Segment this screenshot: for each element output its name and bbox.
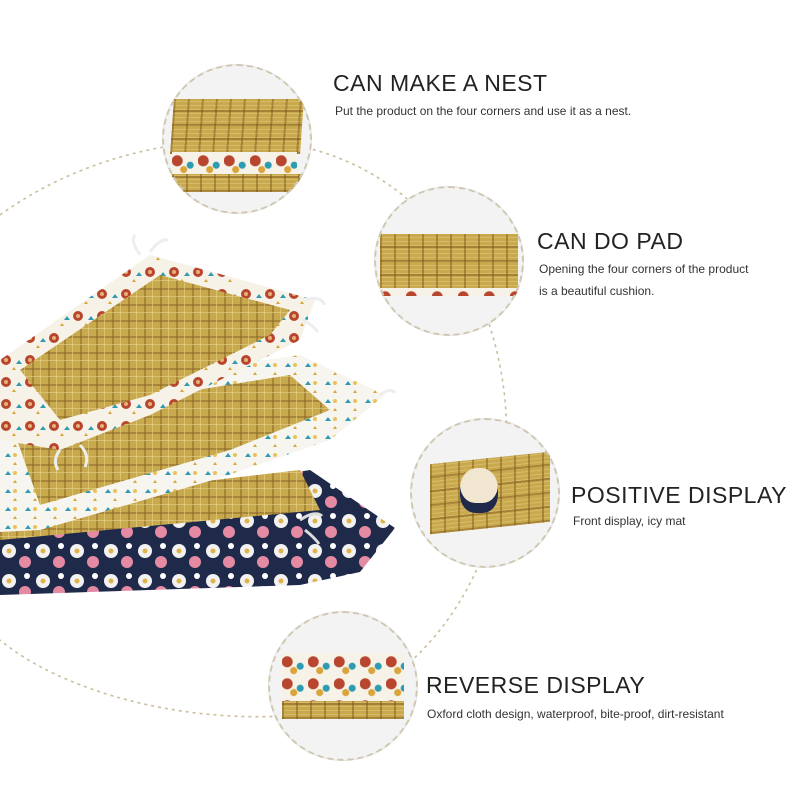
feature-desc-reverse: Oxford cloth design, waterproof, bite-pr… xyxy=(427,707,724,721)
feature-title-reverse: REVERSE DISPLAY xyxy=(426,672,646,698)
feature-title-pad: CAN DO PAD xyxy=(537,228,684,254)
feature-title-nest: CAN MAKE A NEST xyxy=(333,70,548,96)
feature-desc-nest: Put the product on the four corners and … xyxy=(335,104,632,118)
feature-desc-pad: Opening the four corners of the product … xyxy=(539,258,748,302)
feature-desc-pad-line-2: is a beautiful cushion. xyxy=(539,284,655,298)
feature-title-positive: POSITIVE DISPLAY xyxy=(571,482,787,508)
feature-desc-positive: Front display, icy mat xyxy=(573,514,686,528)
feature-desc-pad-line-1: Opening the four corners of the product xyxy=(539,262,749,276)
positive-display-photo-circle xyxy=(410,418,560,568)
nest-photo-circle xyxy=(162,64,312,214)
pad-photo-circle xyxy=(374,186,524,336)
dog-figure xyxy=(460,468,498,513)
reverse-display-photo-circle xyxy=(268,611,418,761)
